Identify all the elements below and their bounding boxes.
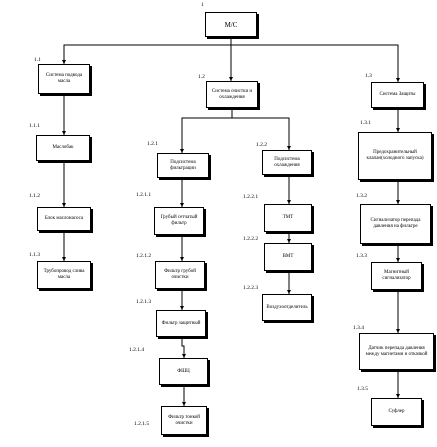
node-vmt: ВМТ bbox=[264, 243, 312, 271]
node-label-1-2-2-2: ВМТ bbox=[282, 254, 294, 259]
node-label-1-3-3: Магнитный сигнализатор bbox=[382, 270, 411, 281]
node-number-1-2-1-2: 1.2.1.2 bbox=[136, 253, 152, 259]
node-number-1-3: 1.3 bbox=[365, 73, 372, 79]
node-label-1-3-2: Сигнализатор перепада давления на фильтр… bbox=[370, 218, 421, 229]
node-cleaning-cooling-system: Система очистки и охлаждения bbox=[206, 81, 258, 108]
node-oil-supply-system: Система подвода масла bbox=[38, 64, 90, 94]
node-label-1-2-1-1: Грубый сетчатый фильтр bbox=[160, 215, 198, 226]
node-oil-pump-block: Блок маслонасоса bbox=[37, 207, 91, 231]
connector-1-2-1-3-to-1-2-1-4 bbox=[181, 337, 186, 358]
connector-1-2-to-1-2-2 bbox=[232, 117, 291, 150]
connector-root-1-3 bbox=[231, 44, 400, 82]
node-number-1-1: 1.1 bbox=[34, 57, 41, 63]
node-number-1-3-1: 1.3.1 bbox=[360, 120, 371, 126]
node-coarse-mesh-filter: Грубый сетчатый фильтр bbox=[154, 207, 204, 235]
node-number-1-2-2: 1.2.2 bbox=[256, 142, 267, 148]
node-number-1-3-2: 1.3.2 bbox=[356, 193, 367, 199]
node-fine-cleaning-filter: Фильтр тонкой очистки bbox=[161, 406, 207, 435]
node-pressure-drop-sensor: Датчик перепада давления между магнетами… bbox=[359, 333, 434, 370]
node-number-1-2: 1.2 bbox=[198, 74, 205, 80]
node-number-1-2-2-1: 1.2.2.1 bbox=[243, 194, 259, 200]
node-number-root: 1 bbox=[201, 2, 204, 8]
node-tmt: ТМТ bbox=[264, 204, 312, 232]
node-number-1-2-1-1: 1.2.1.1 bbox=[136, 192, 152, 198]
node-magnetic-alarm: Магнитный сигнализатор bbox=[371, 262, 422, 290]
node-label-1-1-1: Маслобак bbox=[52, 145, 74, 150]
node-oil-tank: Маслобак bbox=[36, 135, 90, 161]
node-number-1-1-2: 1.1.2 bbox=[29, 193, 40, 199]
node-coarse-cleaning-filter: Фильтр грубой очистки bbox=[155, 261, 205, 289]
node-label-1-3-4: Датчик перепада давления между магнетами… bbox=[365, 345, 428, 357]
node-label-1-2: Система очистки и охлаждения bbox=[211, 88, 253, 100]
node-cooling-subsystem: Подсистема охлаждения bbox=[262, 150, 312, 175]
node-root-ms: М/С bbox=[205, 12, 257, 37]
node-protective-filter: Фильтр защитный bbox=[156, 310, 206, 337]
node-label-1-2-1: Подсистема фильтрации bbox=[170, 159, 196, 171]
node-label-1-2-1-3: Фильтр защитный bbox=[161, 320, 201, 326]
node-label-1-2-1-4: ФШЦ bbox=[177, 368, 190, 374]
node-number-1-2-2-3: 1.2.2.3 bbox=[243, 285, 259, 291]
node-label-1-1: Система подвода масла bbox=[45, 73, 83, 84]
node-air-separator: Воздухоотделитель bbox=[262, 294, 312, 321]
node-number-1-1-3: 1.1.3 bbox=[29, 252, 40, 258]
node-fshc: ФШЦ bbox=[159, 358, 208, 385]
node-number-1-2-2-2: 1.2.2.2 bbox=[243, 236, 259, 242]
node-oil-drain-pipeline: Трубопровод слива масла bbox=[37, 261, 91, 289]
node-number-1-3-3: 1.3.3 bbox=[356, 253, 367, 259]
node-filter-pressure-drop-alarm: Сигнализатор перепада давления на фильтр… bbox=[360, 204, 431, 244]
node-number-1-2-1: 1.2.1 bbox=[147, 141, 158, 147]
node-number-1-2-1-4: 1.2.1.4 bbox=[129, 347, 145, 353]
node-breather: Суфлер bbox=[371, 398, 422, 426]
node-label-1-2-2-1: ТМТ bbox=[282, 215, 294, 220]
node-label-1-2-2-3: Воздухоотделитель bbox=[266, 304, 308, 310]
node-filtration-subsystem: Подсистема фильтрации bbox=[157, 153, 209, 178]
connector-root-1-1 bbox=[62, 37, 232, 64]
node-label-1-1-3: Трубопровод слива масла bbox=[43, 269, 85, 280]
node-number-1-2-1-3: 1.2.1.3 bbox=[136, 299, 152, 305]
node-label-1-3-1: Предохранительный клапан(холодного запус… bbox=[366, 150, 424, 161]
node-safety-valve: Предохранительный клапан(холодного запус… bbox=[358, 132, 432, 180]
node-number-1-3-4: 1.3.4 bbox=[353, 325, 364, 331]
node-label-root: М/С bbox=[224, 20, 238, 29]
connector-1-2-split bbox=[180, 108, 233, 153]
node-label-1-3-5: Суфлер bbox=[388, 409, 405, 414]
node-label-1-1-2: Блок маслонасоса bbox=[44, 216, 84, 221]
node-label-1-2-2: Подсистема охлаждения bbox=[274, 156, 300, 168]
node-protection-system: Система Защиты bbox=[371, 82, 424, 108]
node-number-1-1-1: 1.1.1 bbox=[29, 123, 40, 129]
node-number-1-3-5: 1.3.5 bbox=[357, 386, 368, 392]
node-label-1-2-1-2: Фильтр грубой очистки bbox=[164, 269, 196, 280]
node-label-1-2-1-5: Фильтр тонкой очистки bbox=[168, 414, 200, 426]
node-number-1-2-1-5: 1.2.1.5 bbox=[134, 421, 150, 427]
node-label-1-3: Система Защиты bbox=[379, 92, 416, 97]
